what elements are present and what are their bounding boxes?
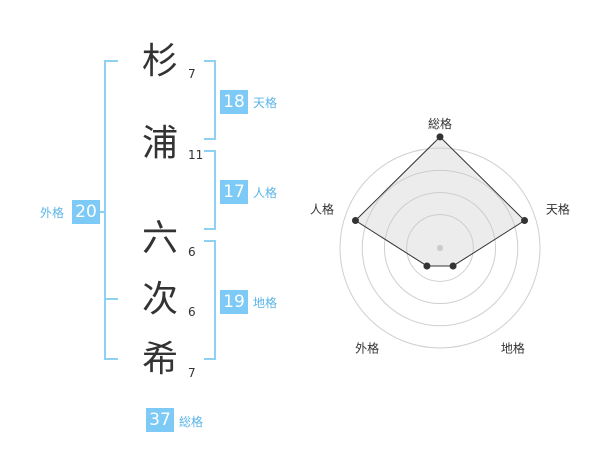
radar-polygon: [354, 136, 526, 267]
name-char-5: 希: [141, 339, 178, 380]
chikaku-bracket: [204, 240, 216, 360]
stroke-count-1: 7: [188, 67, 196, 81]
radar-axis-label-4: 外格: [355, 340, 379, 355]
gaikaku-label: 外格: [40, 206, 65, 220]
radar-center: [437, 245, 443, 251]
tenkaku-label: 天格: [253, 96, 278, 110]
radar-axis-label-2: 天格: [546, 202, 570, 217]
chikaku-value: 19: [220, 290, 248, 314]
radar-ring-3: [361, 169, 519, 327]
jinkaku-value: 17: [220, 180, 248, 204]
chikaku-label: 地格: [253, 296, 278, 310]
radar-point-3: [449, 262, 457, 270]
radar-point-1: [436, 133, 444, 141]
radar-axis-label-5: 人格: [310, 202, 334, 217]
tenkaku-bracket: [204, 60, 216, 140]
tenkaku-value: 18: [220, 90, 248, 114]
radar-axis-label-1: 総格: [428, 116, 452, 131]
gaikaku-bracket: [104, 60, 118, 360]
name-char-2: 浦: [141, 123, 178, 164]
name-char-4: 次: [141, 279, 178, 320]
radar-point-5: [351, 217, 359, 225]
soukaku-label: 総格: [179, 415, 204, 429]
stroke-count-5: 7: [188, 366, 196, 380]
stroke-count-3: 6: [188, 245, 196, 259]
jinkaku-label: 人格: [253, 186, 278, 200]
name-char-3: 六: [141, 218, 178, 259]
radar-ring-1: [406, 214, 474, 282]
jinkaku-bracket: [204, 150, 216, 230]
soukaku-value: 37: [146, 408, 174, 432]
stroke-count-2: 11: [188, 148, 204, 162]
radar-axis-label-3: 地格: [501, 340, 525, 355]
name-char-1: 杉: [141, 41, 178, 82]
gaikaku-inner-tick: [104, 298, 118, 300]
stroke-count-4: 6: [188, 305, 196, 319]
radar-ring-4: [339, 147, 541, 349]
gaikaku-value: 20: [72, 200, 100, 224]
radar-point-2: [521, 217, 529, 225]
radar-point-4: [423, 262, 431, 270]
radar-ring-2: [383, 191, 497, 305]
